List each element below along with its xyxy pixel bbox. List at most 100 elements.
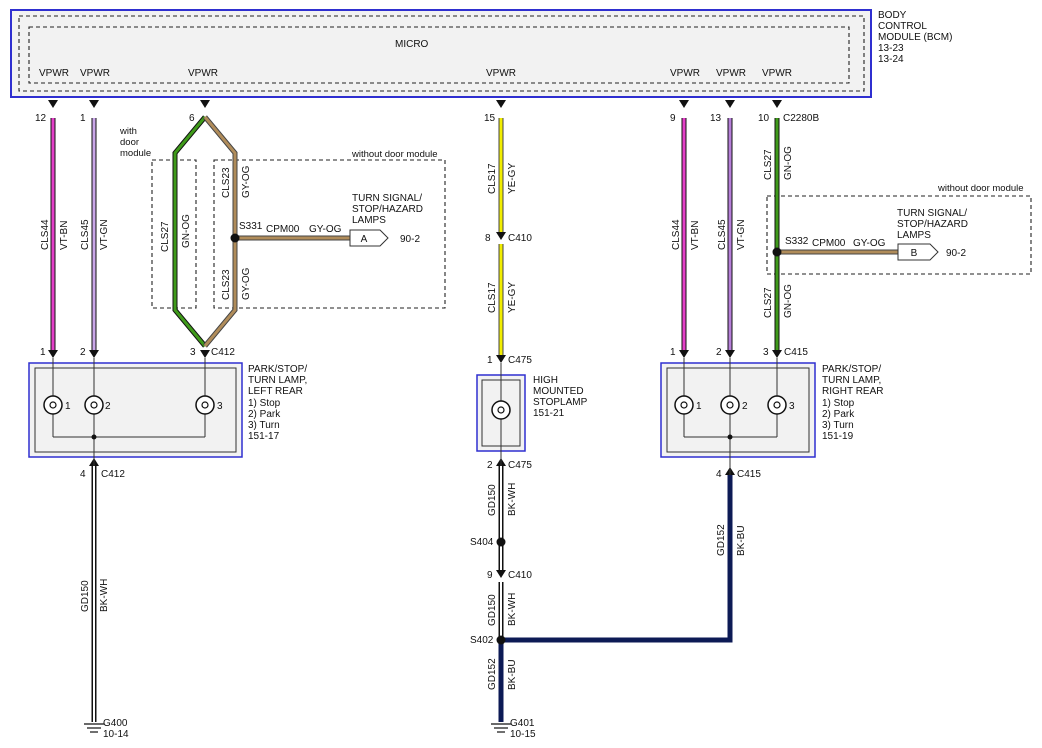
arrow-c415-1: [679, 350, 689, 358]
vpwr-pin-6: VPWR: [716, 68, 746, 79]
arrow-c475-1: [496, 355, 506, 363]
ground-g400-ref: 10-14: [103, 729, 129, 740]
pin-12-label: 12: [35, 113, 47, 124]
label-cls27-right-upper: CLS27: [763, 149, 774, 180]
left-bulb-1-icon: [43, 395, 63, 415]
connector-c415-top: C415: [784, 347, 808, 358]
pin-arrows: [48, 100, 782, 578]
label-ye-gy-upper: YE-GY: [507, 163, 518, 194]
vpwr-pin-5: VPWR: [670, 68, 700, 79]
label-bk-wh-mid: BK-WH: [507, 483, 518, 516]
bcm-title-1: BODY: [878, 10, 907, 21]
hmsl-label-3: STOPLAMP: [533, 397, 588, 408]
hmsl-filament-icon: [497, 406, 505, 414]
arrow-pin-1: [89, 100, 99, 108]
bcm-title-5: 13-24: [878, 54, 904, 65]
label-ye-gy-lower: YE-GY: [507, 282, 518, 313]
label-bk-wh-lower: BK-WH: [507, 593, 518, 626]
offpage-b-flag[interactable]: [897, 243, 939, 261]
tsl-right-2: STOP/HAZARD: [897, 219, 968, 230]
connector-c410-top: C410: [508, 233, 532, 244]
arrow-c412-2: [89, 350, 99, 358]
left-bulb-2-num: 2: [105, 401, 111, 412]
left-bulb-3-icon: [195, 395, 215, 415]
connector-c415-bottom: C415: [737, 469, 761, 480]
splice-s332-label: S332: [785, 236, 809, 247]
right-lamp-label-2: TURN LAMP,: [822, 375, 881, 386]
connector-c475-bottom: C475: [508, 460, 532, 471]
splice-s402-dot: [496, 635, 506, 645]
hmsl-label-1: HIGH: [533, 375, 558, 386]
label-vt-gn-left: VT-GN: [99, 219, 110, 250]
label-bk-bu-right: BK-BU: [736, 525, 747, 556]
c415-pin-3: 3: [763, 347, 769, 358]
label-gd150-left: GD150: [80, 580, 91, 612]
c475-pin-2: 2: [487, 460, 493, 471]
c410-pin-9: 9: [487, 570, 493, 581]
tsl-left-2: STOP/HAZARD: [352, 204, 423, 215]
offpage-a-ref: 90-2: [400, 234, 420, 245]
right-lamp-label-1: PARK/STOP/: [822, 364, 881, 375]
label-cls45-left: CLS45: [80, 219, 91, 250]
pin-9-label: 9: [670, 113, 676, 124]
cpm00-right-color: GY-OG: [853, 238, 886, 249]
right-rear-lamp: 1 2 3: [660, 358, 816, 475]
left-lamp-label-4: 1) Stop: [248, 398, 281, 409]
right-bulb-1-filament-icon: [680, 401, 688, 409]
vpwr-pin-3: VPWR: [188, 68, 218, 79]
tsl-right-1: TURN SIGNAL/: [897, 208, 967, 219]
left-lamp-label-2: TURN LAMP,: [248, 375, 307, 386]
micro-label: MICRO: [395, 39, 429, 50]
arrow-pin-6: [200, 100, 210, 108]
splice-s332-dot: [772, 247, 782, 257]
left-rear-lamp: 1 2 3: [28, 358, 243, 466]
ground-g401-label: G401: [510, 718, 535, 729]
label-vt-bn-right: VT-BN: [690, 221, 701, 250]
cpm00-right-circuit: CPM00: [812, 238, 846, 249]
label-cls17-upper: CLS17: [487, 163, 498, 194]
with-door-note-3: module: [120, 148, 151, 159]
c415-pin-2: 2: [716, 347, 722, 358]
left-bulb-3-filament-icon: [201, 401, 209, 409]
label-gn-og-right-upper: GN-OG: [783, 146, 794, 180]
arrow-c415-3: [772, 350, 782, 358]
connector-c412-bottom: C412: [101, 469, 125, 480]
label-gy-og-upper: GY-OG: [241, 165, 252, 198]
hmsl-label-4: 151-21: [533, 408, 565, 419]
right-bulb-2-num: 2: [742, 401, 748, 412]
pin-6-label: 6: [189, 113, 195, 124]
label-cls27-loop: CLS27: [160, 221, 171, 252]
offpage-a-flag[interactable]: [349, 229, 389, 247]
wire-cls23-loop-outline: [203, 115, 238, 348]
label-cls23-lower: CLS23: [221, 269, 232, 300]
arrow-pin-13: [725, 100, 735, 108]
left-lamp-label-3: LEFT REAR: [248, 386, 303, 397]
left-bulb-2-icon: [84, 395, 104, 415]
bcm-title-4: 13-23: [878, 43, 904, 54]
label-gn-og-loop: GN-OG: [181, 214, 192, 248]
label-gn-og-right-lower: GN-OG: [783, 284, 794, 318]
tsl-right-3: LAMPS: [897, 230, 931, 241]
vertical-wire-labels: CLS44 VT-BN CLS45 VT-GN CLS27 GN-OG CLS2…: [40, 146, 794, 690]
without-door-module-region-right: [766, 195, 1032, 275]
c415-pin-4: 4: [716, 469, 722, 480]
arrow-c410-8: [496, 232, 506, 240]
label-bk-wh-left: BK-WH: [99, 579, 110, 612]
cpm00-left-color: GY-OG: [309, 224, 342, 235]
arrow-c415-2: [725, 350, 735, 358]
ground-g400-icon: [84, 723, 104, 733]
wire-gd152-right: [501, 475, 733, 643]
without-door-module-region-left: [213, 159, 446, 309]
connector-c412-top: C412: [211, 347, 235, 358]
label-gd152-lower: GD152: [487, 658, 498, 690]
ground-g400-label: G400: [103, 718, 128, 729]
right-bulb-2-filament-icon: [726, 401, 734, 409]
right-lamp-label-4: 1) Stop: [822, 398, 855, 409]
pin-10-label: 10: [758, 113, 770, 124]
c412-pin-3: 3: [190, 347, 196, 358]
label-gd152-right: GD152: [716, 524, 727, 556]
high-mounted-stoplamp: [476, 363, 526, 466]
c412-pin-1: 1: [40, 347, 46, 358]
without-door-note-right: without door module: [937, 183, 1024, 194]
splice-s331-dot: [230, 233, 240, 243]
